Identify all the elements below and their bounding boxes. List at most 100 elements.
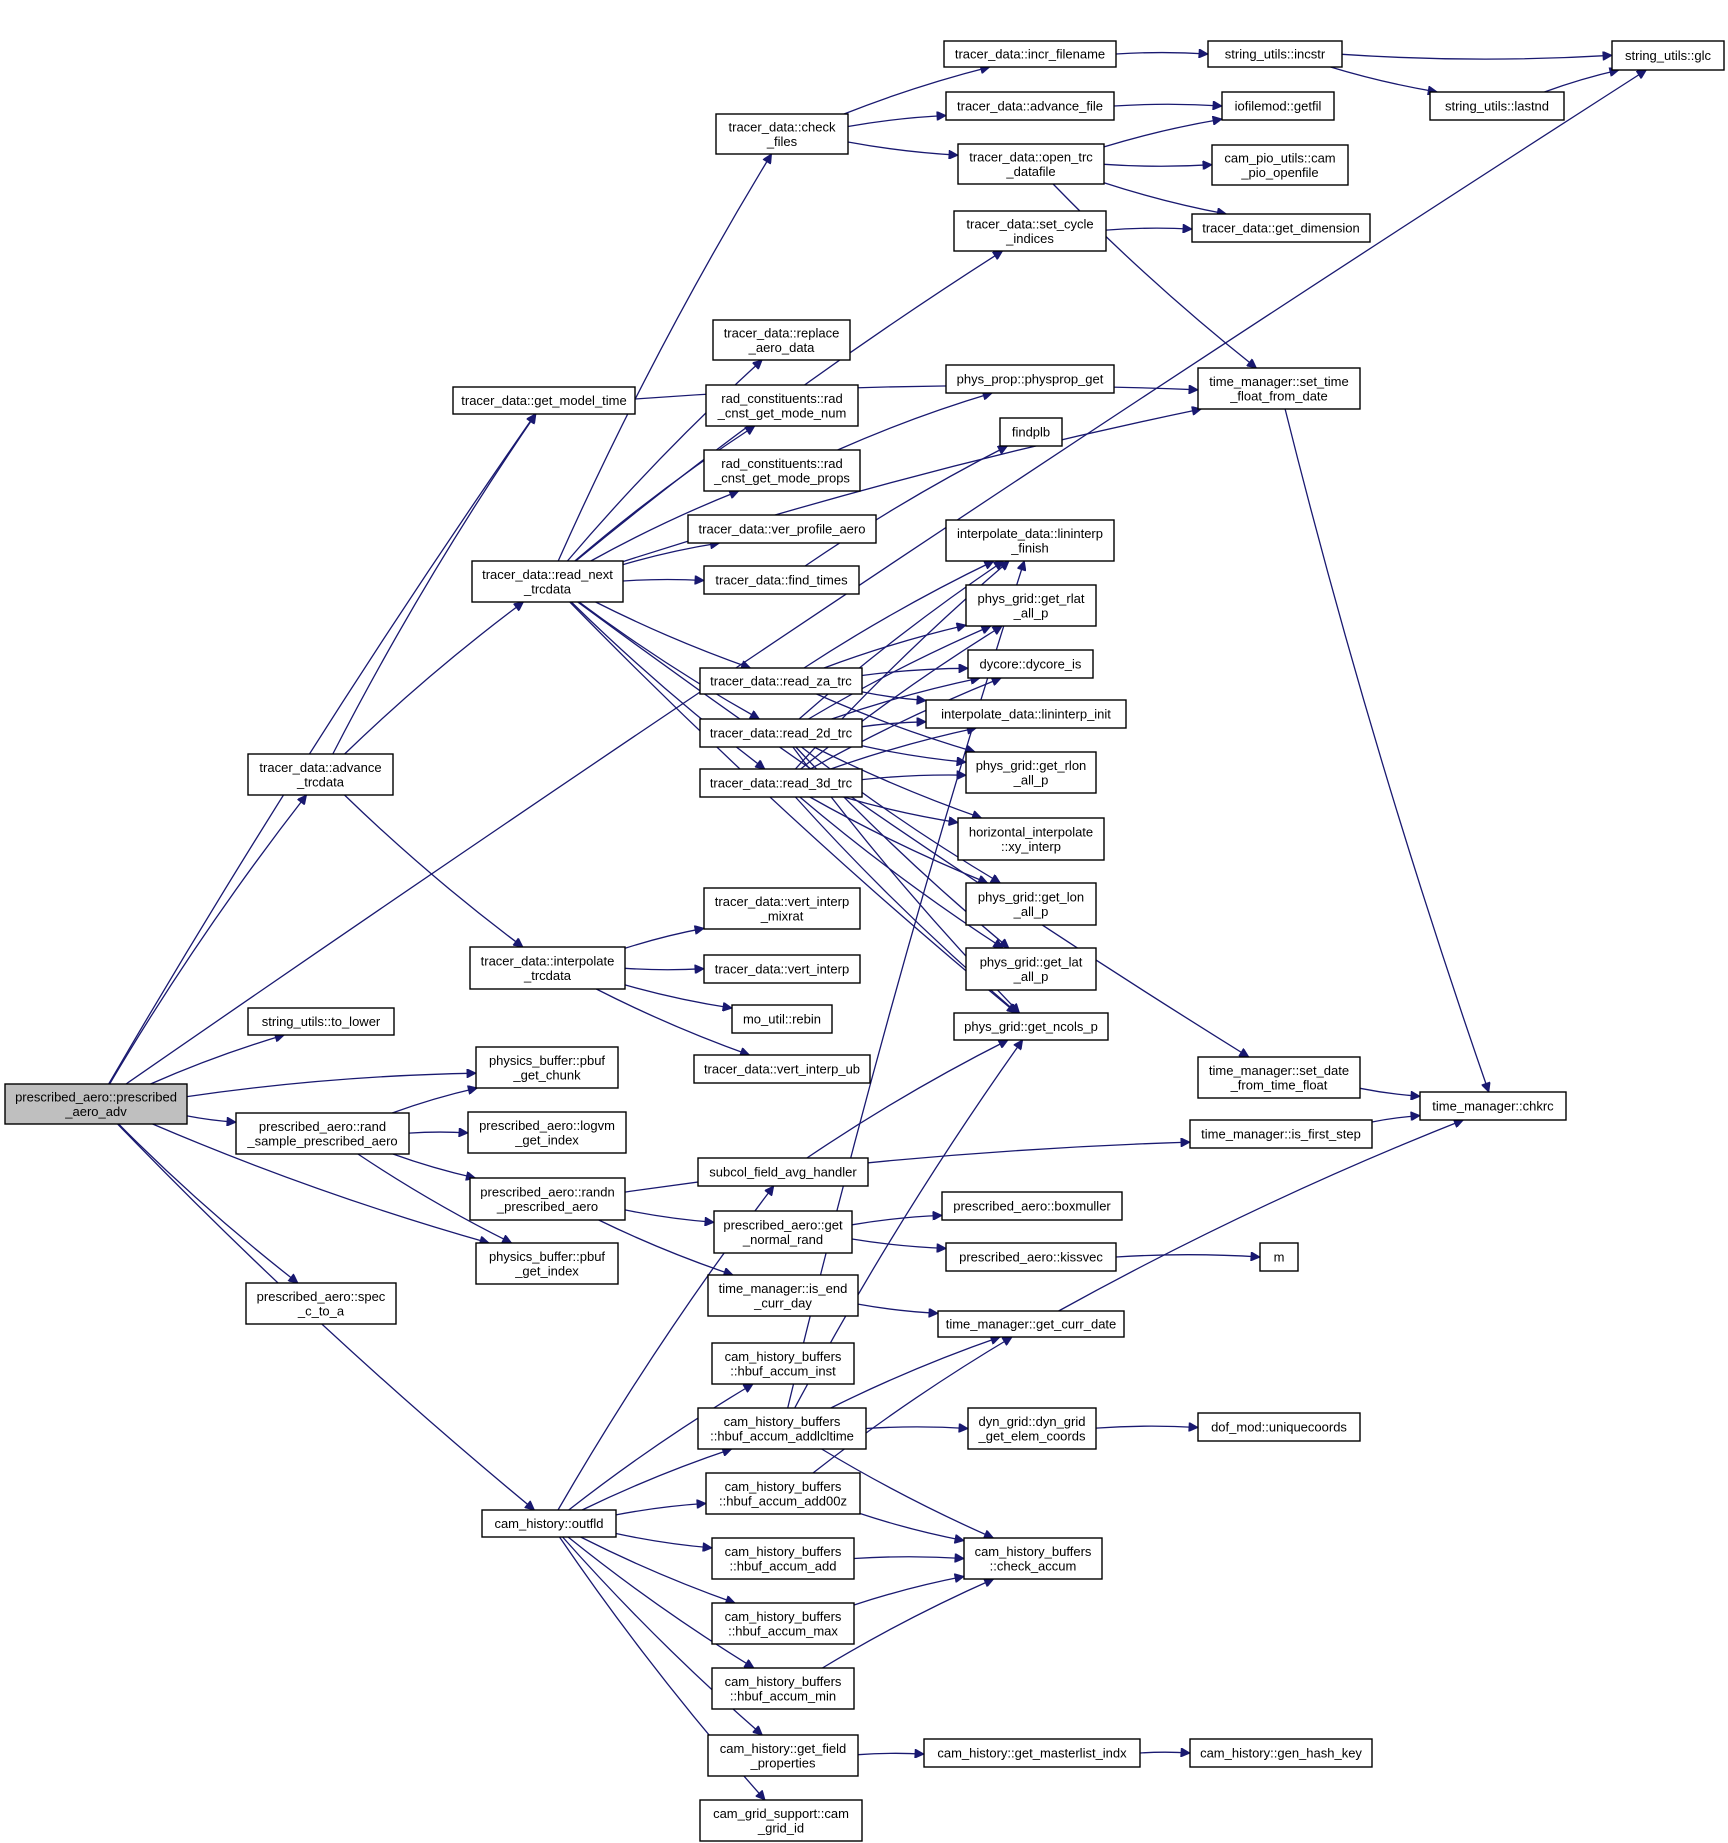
node-open_trc_datafile[interactable]: tracer_data::open_trc_datafile: [957, 143, 1105, 185]
node-xy_interp[interactable]: horizontal_interpolate::xy_interp: [957, 817, 1105, 861]
node-gen_hash_key[interactable]: cam_history::gen_hash_key: [1189, 1738, 1373, 1768]
node-vert_interp[interactable]: tracer_data::vert_interp: [703, 954, 861, 984]
node-getfil[interactable]: iofilemod::getfil: [1221, 91, 1335, 121]
node-glc[interactable]: string_utils::glc: [1611, 40, 1725, 71]
node-physprop_get[interactable]: phys_prop::physprop_get: [945, 364, 1115, 394]
node-boxmuller[interactable]: prescribed_aero::boxmuller: [941, 1191, 1123, 1221]
node-kissvec[interactable]: prescribed_aero::kissvec: [945, 1242, 1117, 1272]
node-lininterp_finish[interactable]: interpolate_data::lininterp_finish: [945, 519, 1115, 562]
call-edge-root-to-rand_sample_prescribed_aero: [186, 1115, 236, 1122]
node-get_rlon_all_p[interactable]: phys_grid::get_rlon_all_p: [965, 751, 1097, 794]
node-uniquecoords[interactable]: dof_mod::uniquecoords: [1197, 1412, 1361, 1442]
call-edge-subcol_field_avg_handler-to-get_ncols_p: [806, 1039, 1008, 1159]
node-logvm_get_index[interactable]: prescribed_aero::logvm_get_index: [467, 1111, 627, 1154]
node-get_rlat_all_p[interactable]: phys_grid::get_rlat_all_p: [965, 584, 1097, 627]
node-check_accum[interactable]: cam_history_buffers::check_accum: [963, 1537, 1103, 1580]
node-set_time_float_from_date[interactable]: time_manager::set_time_float_from_date: [1197, 367, 1361, 410]
node-get_masterlist_indx[interactable]: cam_history::get_masterlist_indx: [923, 1738, 1141, 1768]
node-advance_file[interactable]: tracer_data::advance_file: [945, 91, 1115, 121]
node-box: [703, 887, 861, 930]
node-label-line: cam_history::get_field: [720, 1741, 846, 1756]
call-edge-read_2d_trc-to-get_rlon_all_p: [861, 745, 966, 762]
node-label-line: cam_history_buffers: [724, 1414, 841, 1429]
node-findplb[interactable]: findplb: [999, 417, 1063, 447]
node-pbuf_get_index[interactable]: physics_buffer::pbuf_get_index: [475, 1242, 619, 1285]
call-edge-root-to-pbuf_get_chunk: [186, 1073, 476, 1098]
call-edge-root-to-advance_trcdata: [109, 795, 307, 1085]
node-label-line: phys_grid::get_lon: [978, 889, 1084, 904]
node-lininterp_init[interactable]: interpolate_data::lininterp_init: [925, 699, 1127, 729]
node-get_curr_date[interactable]: time_manager::get_curr_date: [937, 1310, 1125, 1338]
node-incstr[interactable]: string_utils::incstr: [1207, 40, 1343, 68]
node-hbuf_accum_addlcltime[interactable]: cam_history_buffers::hbuf_accum_addlclti…: [697, 1407, 867, 1450]
node-hbuf_accum_add[interactable]: cam_history_buffers::hbuf_accum_add: [711, 1537, 855, 1580]
node-set_cycle_indices[interactable]: tracer_data::set_cycle_indices: [953, 210, 1107, 252]
node-label-line: _aero_adv: [64, 1104, 127, 1119]
node-read_3d_trc[interactable]: tracer_data::read_3d_trc: [699, 768, 863, 798]
node-cam_pio_openfile[interactable]: cam_pio_utils::cam_pio_openfile: [1211, 144, 1349, 186]
node-lastnd[interactable]: string_utils::lastnd: [1429, 91, 1565, 121]
node-label-line: cam_history::gen_hash_key: [1200, 1746, 1362, 1761]
node-set_date_from_time_float[interactable]: time_manager::set_date_from_time_float: [1197, 1056, 1361, 1099]
node-randn_prescribed_aero[interactable]: prescribed_aero::randn_prescribed_aero: [469, 1177, 626, 1221]
node-dycore_is[interactable]: dycore::dycore_is: [967, 649, 1094, 679]
node-rad_cnst_get_mode_props[interactable]: rad_constituents::rad_cnst_get_mode_prop…: [703, 449, 861, 492]
node-get_model_time[interactable]: tracer_data::get_model_time: [452, 386, 636, 415]
node-dyn_grid_get_elem_coords[interactable]: dyn_grid::dyn_grid_get_elem_coords: [967, 1407, 1097, 1450]
node-read_2d_trc[interactable]: tracer_data::read_2d_trc: [699, 718, 863, 748]
node-advance_trcdata[interactable]: tracer_data::advance_trcdata: [247, 753, 394, 796]
node-rand_sample_prescribed_aero[interactable]: prescribed_aero::rand_sample_prescribed_…: [235, 1112, 410, 1155]
node-vert_interp_mixrat[interactable]: tracer_data::vert_interp_mixrat: [703, 887, 861, 930]
node-pbuf_get_chunk[interactable]: physics_buffer::pbuf_get_chunk: [475, 1046, 619, 1089]
node-label-line: _all_p: [1013, 904, 1049, 919]
node-is_first_step[interactable]: time_manager::is_first_step: [1189, 1119, 1373, 1149]
node-label-line: prescribed_aero::boxmuller: [953, 1199, 1111, 1214]
node-vert_interp_ub[interactable]: tracer_data::vert_interp_ub: [693, 1054, 871, 1084]
node-m[interactable]: m: [1259, 1242, 1299, 1272]
node-hbuf_accum_add00z[interactable]: cam_history_buffers::hbuf_accum_add00z: [705, 1472, 861, 1515]
node-cam_grid_id[interactable]: cam_grid_support::cam_grid_id: [699, 1799, 863, 1842]
node-label-line: ::hbuf_accum_add: [730, 1558, 837, 1573]
node-outfld[interactable]: cam_history::outfld: [481, 1509, 617, 1538]
node-interpolate_trcdata[interactable]: tracer_data::interpolate_trcdata: [469, 946, 626, 990]
node-spec_c_to_a[interactable]: prescribed_aero::spec_c_to_a: [245, 1282, 397, 1325]
node-get_ncols_p[interactable]: phys_grid::get_ncols_p: [953, 1012, 1109, 1041]
node-rebin[interactable]: mo_util::rebin: [731, 1004, 833, 1034]
node-get_dimension[interactable]: tracer_data::get_dimension: [1191, 213, 1371, 243]
node-root: prescribed_aero::prescribed_aero_adv: [4, 1083, 188, 1125]
node-hbuf_accum_max[interactable]: cam_history_buffers::hbuf_accum_max: [711, 1602, 855, 1645]
node-chkrc[interactable]: time_manager::chkrc: [1419, 1091, 1567, 1121]
node-to_lower[interactable]: string_utils::to_lower: [247, 1007, 395, 1036]
node-read_za_trc[interactable]: tracer_data::read_za_trc: [699, 667, 863, 695]
node-label-line: tracer_data::vert_interp: [715, 894, 849, 909]
node-label-line: _cnst_get_mode_num: [717, 405, 847, 420]
node-label-line: prescribed_aero::get: [723, 1217, 843, 1232]
node-label-line: tracer_data::read_za_trc: [710, 674, 852, 689]
node-get_lon_all_p[interactable]: phys_grid::get_lon_all_p: [965, 882, 1097, 926]
call-edge-outfld-to-hbuf_accum_addlcltime: [581, 1449, 732, 1511]
node-check_files[interactable]: tracer_data::check_files: [715, 113, 849, 155]
node-read_next_trcdata[interactable]: tracer_data::read_next_trcdata: [471, 560, 624, 603]
call-edge-set_cycle_indices-to-get_dimension: [1105, 228, 1192, 230]
node-layer: prescribed_aero::prescribed_aero_adv stri…: [4, 40, 1725, 1842]
node-box: [1197, 1056, 1361, 1099]
call-edge-hbuf_accum_addlcltime-to-check_accum: [821, 1448, 994, 1538]
node-get_normal_rand[interactable]: prescribed_aero::get_normal_rand: [713, 1210, 853, 1254]
call-edge-advance_file-to-getfil: [1113, 104, 1222, 106]
node-label-line: physics_buffer::pbuf: [489, 1249, 605, 1264]
node-is_end_curr_day[interactable]: time_manager::is_end_curr_day: [707, 1274, 859, 1317]
node-hbuf_accum_min[interactable]: cam_history_buffers::hbuf_accum_min: [711, 1667, 855, 1710]
node-get_field_properties[interactable]: cam_history::get_field_properties: [707, 1734, 859, 1777]
node-rad_cnst_get_mode_num[interactable]: rad_constituents::rad_cnst_get_mode_num: [705, 384, 859, 427]
node-ver_profile_aero[interactable]: tracer_data::ver_profile_aero: [687, 514, 877, 544]
node-subcol_field_avg_handler[interactable]: subcol_field_avg_handler: [697, 1157, 869, 1187]
node-find_times[interactable]: tracer_data::find_times: [703, 565, 860, 595]
node-hbuf_accum_inst[interactable]: cam_history_buffers::hbuf_accum_inst: [711, 1342, 855, 1385]
node-incr_filename[interactable]: tracer_data::incr_filename: [943, 40, 1117, 68]
call-edge-read_za_trc-to-get_rlat_all_p: [823, 625, 966, 669]
node-label-line: cam_history::outfld: [494, 1516, 603, 1531]
node-replace_aero_data[interactable]: tracer_data::replace_aero_data: [712, 319, 851, 361]
node-get_lat_all_p[interactable]: phys_grid::get_lat_all_p: [965, 947, 1097, 991]
node-box: [1211, 144, 1349, 186]
node-box: [965, 882, 1097, 926]
